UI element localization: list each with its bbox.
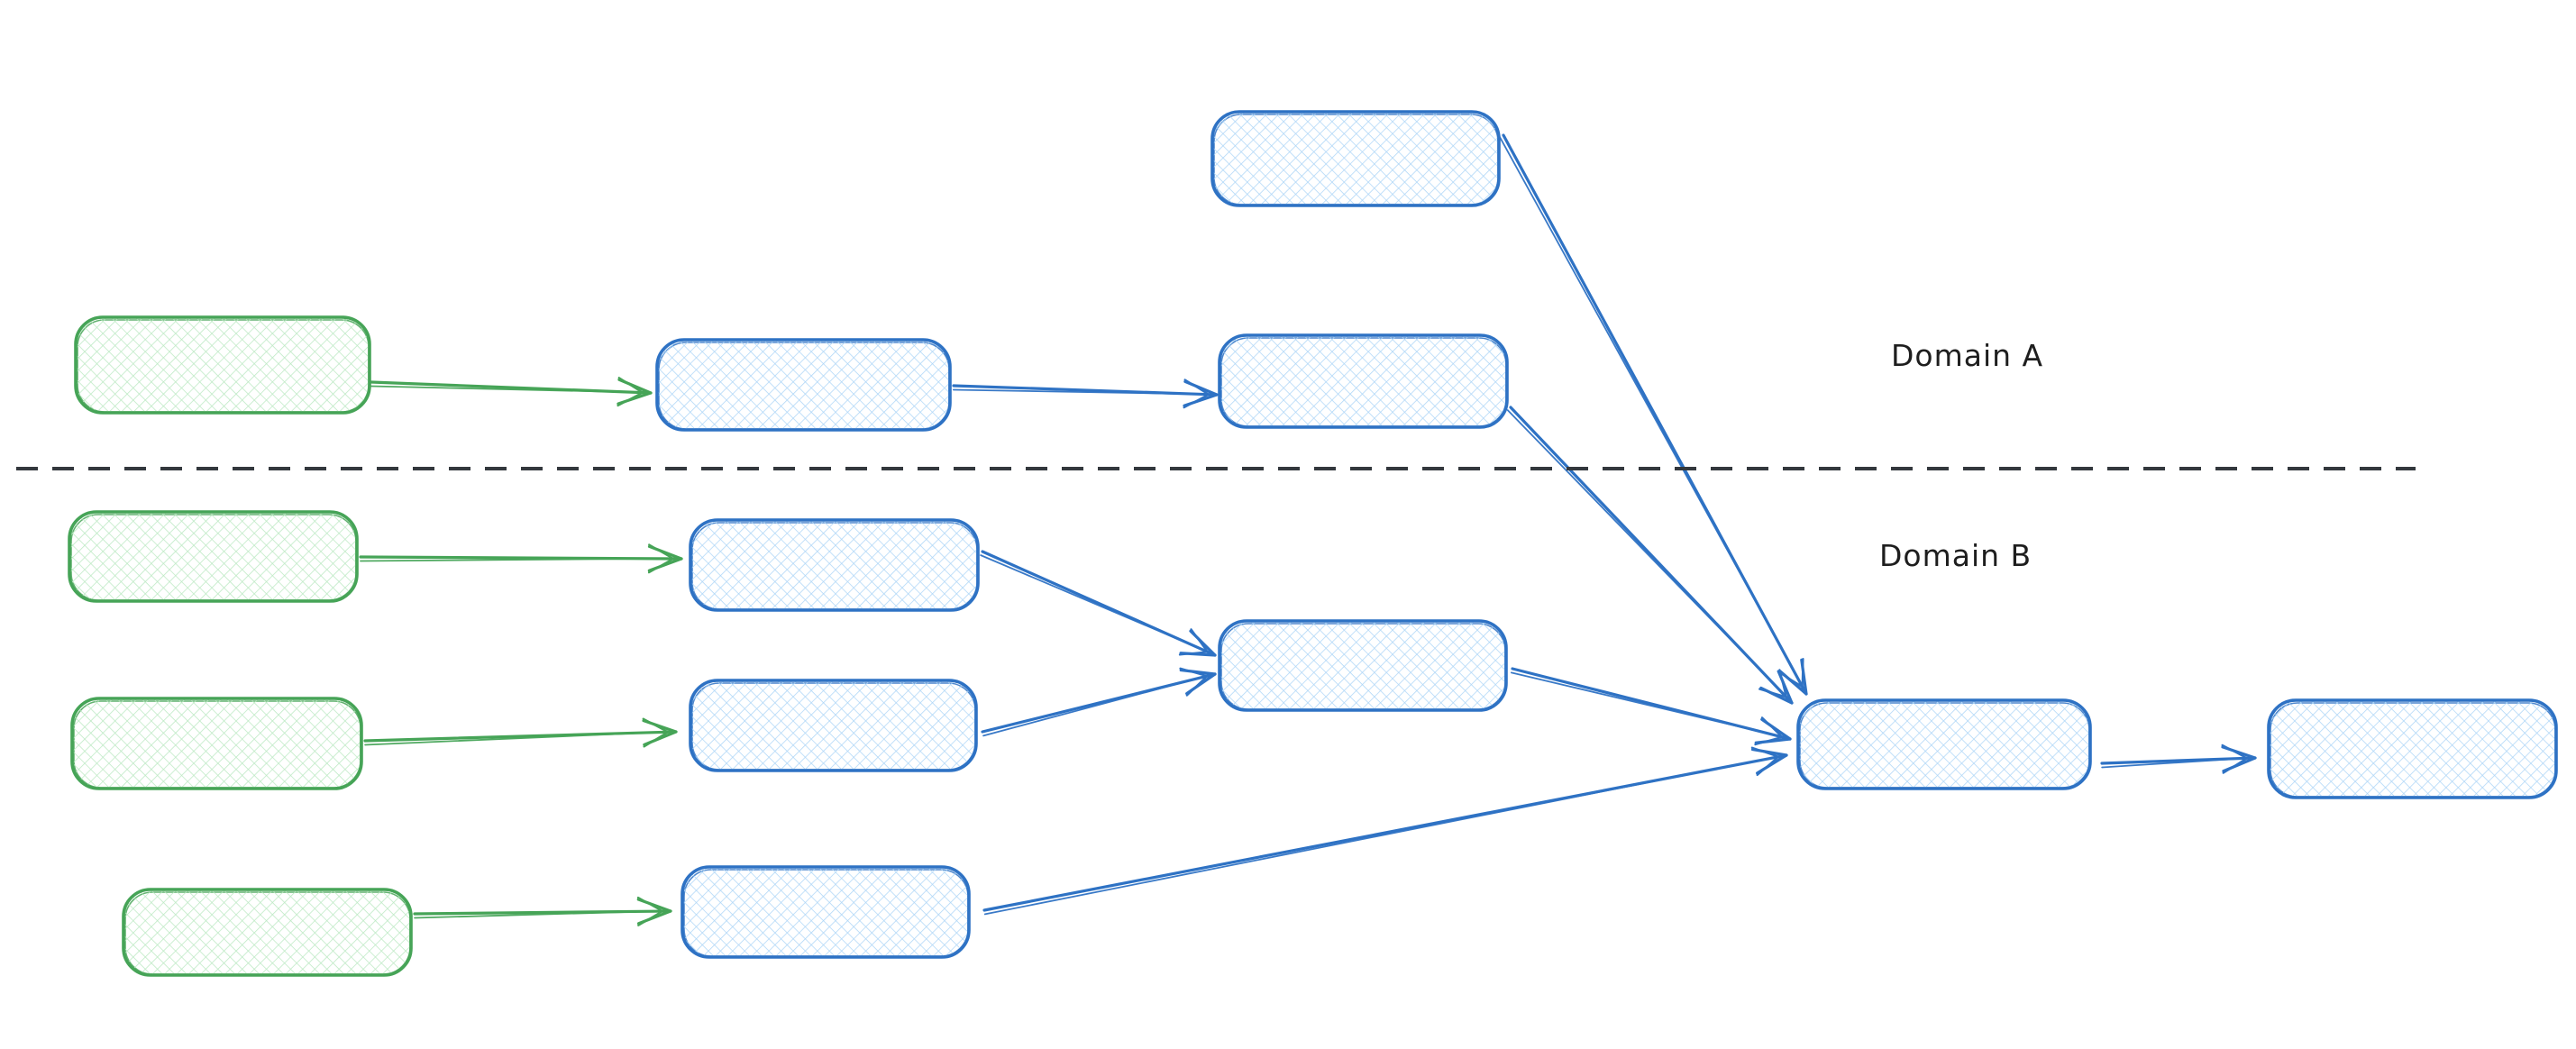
arrowhead-icon [1178,651,1209,656]
edge-e-a-source [370,377,653,407]
edge-e-b2-source [363,717,678,748]
edge-shaft-sketch [983,765,1731,916]
edge-shaft-sketch [952,388,1200,396]
arrowhead-icon [617,391,644,407]
edges-layer [359,133,2257,926]
edge-shaft-sketch [1506,409,1774,683]
edge-e-b1-source [359,543,683,574]
arrowhead-icon [636,896,664,913]
node-proc-b2 [689,679,978,772]
edge-e-b3-source [413,896,672,926]
node-source-b2 [70,697,363,790]
arrowhead-icon [1183,379,1210,396]
edge-e-a1-a2 [952,379,1219,409]
edge-e-agg-out [2100,743,2257,774]
arrowhead-icon [1778,669,1787,698]
arrowhead-icon [1185,675,1209,697]
domain-a-label: Domain A [1891,338,2043,373]
arrowhead-icon [637,909,664,926]
arrowhead-icon [1750,746,1780,758]
edge-shaft-sketch [364,731,655,746]
arrowhead-icon [642,717,670,734]
arrowhead-icon [1801,657,1804,689]
edge-shaft-sketch [2101,757,2246,769]
edge-e-b2-comb [981,667,1217,737]
node-combiner [1218,619,1508,712]
domain-b-label: Domain B [1879,538,2032,573]
arrowhead-icon [647,557,675,574]
edge-e-top-agg [1499,133,1808,696]
node-proc-a1 [655,338,952,432]
edge-shaft-sketch [982,677,1200,737]
node-aggregator [1796,698,2092,790]
node-proc-a2 [1218,333,1509,429]
nodes-layer [68,110,2558,977]
edge-shaft-sketch [980,554,1200,649]
arrowhead-icon [1756,755,1780,777]
node-proc-b1 [689,518,980,612]
node-source-a1 [74,315,371,415]
arrowhead-icon [1754,735,1784,746]
edge-shaft-sketch [1510,671,1772,735]
node-output [2267,698,2558,799]
arrowhead-icon [1190,628,1209,653]
arrowhead-icon [1179,667,1209,678]
arrowhead-icon [648,543,675,561]
node-source-b1 [68,510,359,603]
edge-e-b1-comb [980,550,1217,657]
node-proc-b3 [681,865,971,959]
edge-shaft-sketch [370,385,633,394]
edge-shaft-sketch [414,910,654,919]
arrowhead-icon [617,377,644,394]
edge-e-a2-agg [1506,406,1794,705]
arrowhead-icon [2222,757,2249,774]
arrowhead-icon [1777,670,1804,689]
edge-shaft-sketch [360,557,660,562]
edge-shaft-sketch [1499,136,1786,656]
arrowhead-icon [1183,393,1210,409]
arrowhead-icon [2221,743,2249,760]
arrowhead-icon [1760,716,1784,738]
arrowhead-icon [1758,688,1787,698]
edge-e-comb-agg [1510,667,1792,746]
node-top-process [1210,110,1501,207]
node-source-b3 [122,888,413,977]
edge-e-b3-agg [982,746,1788,916]
arrowhead-icon [643,731,670,748]
